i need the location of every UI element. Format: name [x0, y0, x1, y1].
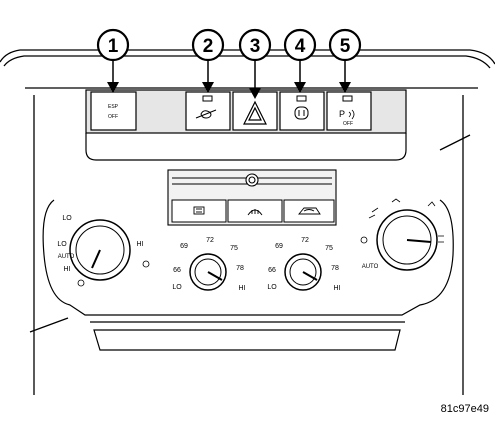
svg-text:69: 69 — [275, 243, 283, 250]
svg-text:AUTO: AUTO — [58, 254, 75, 260]
knob-pointer — [302, 271, 318, 281]
indicator-lamp — [202, 95, 213, 102]
knob-pointer — [91, 249, 101, 269]
svg-text:LO: LO — [172, 284, 182, 291]
callout-arrowheads — [107, 82, 351, 99]
knob-pointer — [207, 271, 223, 281]
svg-text:66: 66 — [268, 267, 276, 274]
park-assist-off-switch[interactable]: P OFF — [339, 95, 355, 127]
hazard-triangle-icon — [243, 100, 267, 125]
fan-speed-knob[interactable] — [69, 219, 131, 281]
svg-text:HI: HI — [64, 266, 71, 273]
svg-text:69: 69 — [180, 243, 188, 250]
callout-1: 1 — [96, 28, 130, 62]
defrost-floor-icon — [438, 235, 444, 243]
indicator-lamp — [342, 95, 353, 102]
recirculation-button[interactable] — [283, 199, 335, 223]
right-temp-scale: 69 72 75 66 78 LO HI — [267, 237, 340, 292]
svg-text:LO: LO — [57, 241, 67, 248]
rear-defrost-button[interactable] — [171, 199, 227, 223]
svg-text:66: 66 — [173, 267, 181, 274]
indicator-lamp — [296, 95, 307, 102]
svg-text:HI: HI — [334, 285, 341, 292]
callout-3: 3 — [238, 28, 272, 62]
svg-text:72: 72 — [206, 237, 214, 244]
callout-2: 2 — [191, 28, 225, 62]
callout-4: 4 — [283, 28, 317, 62]
svg-text:LO: LO — [62, 215, 72, 222]
svg-text:75: 75 — [230, 245, 238, 252]
right-temp-knob[interactable] — [284, 253, 322, 291]
svg-text:2: 2 — [203, 36, 214, 57]
svg-text:HI: HI — [137, 241, 144, 248]
callout-arrows — [112, 60, 346, 90]
svg-text:5: 5 — [340, 36, 351, 57]
park-assist-icon — [348, 109, 355, 120]
esp-label: ESP — [108, 104, 119, 110]
cabin-temp-sensor — [245, 173, 259, 187]
hill-descent-icon — [195, 109, 217, 119]
recirculation-icon — [298, 207, 321, 215]
hazard-switch[interactable] — [243, 100, 267, 125]
front-defrost-button[interactable] — [227, 199, 283, 223]
panel-vent-icon — [368, 207, 379, 219]
left-temp-knob[interactable] — [189, 253, 227, 291]
svg-text:78: 78 — [236, 265, 244, 272]
callouts: 1 2 3 4 5 — [96, 28, 362, 62]
svg-text:LO: LO — [267, 284, 277, 291]
svg-text:78: 78 — [331, 265, 339, 272]
callout-5: 5 — [328, 28, 362, 62]
svg-text:3: 3 — [250, 36, 261, 57]
left-temp-scale: 69 72 75 66 78 LO HI — [172, 237, 245, 292]
knob-pointer — [406, 239, 432, 243]
front-defrost-icon — [247, 209, 263, 216]
svg-text:72: 72 — [301, 237, 309, 244]
fan-knob-labels: LO LO AUTO HI HI — [57, 215, 150, 287]
svg-text:4: 4 — [295, 36, 306, 57]
fan-icon — [142, 260, 150, 268]
svg-text:75: 75 — [325, 245, 333, 252]
mode-auto-label: AUTO — [362, 264, 379, 270]
hill-descent-switch[interactable] — [195, 95, 217, 119]
floor-icon — [427, 201, 436, 207]
park-assist-off-label: OFF — [343, 121, 353, 127]
hvac-panel — [42, 133, 454, 351]
bi-level-icon — [391, 198, 401, 203]
svg-text:1: 1 — [108, 36, 119, 57]
esp-off-label: OFF — [108, 114, 118, 120]
mode-knob-labels — [360, 198, 444, 244]
switch-bank — [85, 89, 407, 134]
park-assist-p-label: P — [339, 109, 345, 119]
defrost-mode-icon — [360, 236, 368, 244]
lock-icon — [294, 106, 309, 120]
mode-knob[interactable] — [376, 209, 438, 271]
power-indicator — [77, 279, 85, 287]
esp-off-switch[interactable]: ESP OFF — [108, 104, 119, 120]
rear-defrost-icon — [193, 206, 205, 215]
svg-text:HI: HI — [239, 285, 246, 292]
lock-switch[interactable] — [294, 95, 309, 120]
figure-reference-code: 81c97e49 — [440, 403, 489, 415]
